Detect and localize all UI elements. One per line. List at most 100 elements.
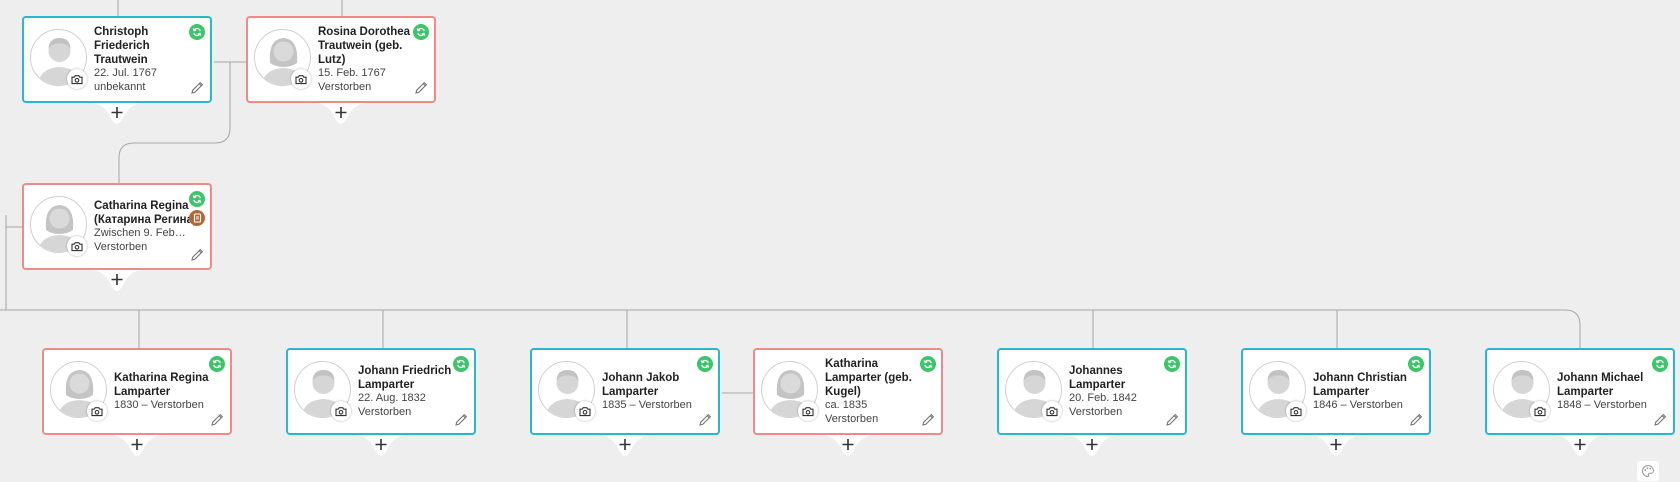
camera-icon[interactable] bbox=[575, 401, 595, 421]
camera-icon[interactable] bbox=[1042, 401, 1062, 421]
person-name[interactable]: Johann Friedrich Lamparter bbox=[358, 365, 452, 391]
person-name[interactable]: Johann Jakob Lamparter bbox=[602, 372, 680, 398]
person-status: 1830 – Verstorben bbox=[114, 399, 204, 411]
camera-icon[interactable] bbox=[1530, 401, 1550, 421]
sync-icon[interactable] bbox=[1652, 356, 1668, 372]
add-relative-button[interactable] bbox=[89, 270, 145, 292]
person-name[interactable]: Johann Michael Lamparter bbox=[1557, 372, 1644, 398]
person-name[interactable]: Katharina Lamparter (geb. Kugel) bbox=[825, 358, 912, 398]
add-relative-button[interactable] bbox=[353, 435, 409, 457]
plus-icon bbox=[89, 270, 145, 291]
camera-icon[interactable] bbox=[87, 401, 107, 421]
add-relative-button[interactable] bbox=[1552, 435, 1608, 457]
person-status: 1846 – Verstorben bbox=[1313, 399, 1403, 411]
pencil-icon[interactable] bbox=[1408, 412, 1424, 428]
plus-icon bbox=[1552, 435, 1608, 456]
person-date: 15. Feb. 1767 bbox=[318, 67, 386, 79]
female-avatar-icon bbox=[30, 196, 87, 253]
plus-icon bbox=[1308, 435, 1364, 456]
person-date: Zwischen 9. Feb… bbox=[94, 227, 186, 239]
person-status: Verstorben bbox=[94, 240, 148, 253]
person-info: Rosina Dorothea Trautwein (geb. Lutz)15.… bbox=[318, 25, 426, 94]
sync-icon[interactable] bbox=[189, 24, 205, 40]
person-status: 1848 – Verstorben bbox=[1557, 399, 1647, 411]
camera-icon[interactable] bbox=[331, 401, 351, 421]
person-date: ca. 1835 bbox=[825, 399, 868, 411]
palette-icon bbox=[1642, 464, 1655, 478]
person-info: Katharina Lamparter (geb. Kugel)ca. 1835… bbox=[825, 357, 933, 426]
person-status: Verstorben bbox=[358, 405, 412, 418]
person-date: 20. Feb. 1842 bbox=[1069, 392, 1137, 404]
plus-icon bbox=[313, 103, 369, 124]
person-card[interactable]: Catharina Regina (Катарина Регина)Zwisch… bbox=[22, 183, 212, 270]
plus-icon bbox=[89, 103, 145, 124]
person-status: unbekannt bbox=[94, 80, 146, 93]
person-name[interactable]: Johann Christian Lamparter bbox=[1313, 372, 1407, 398]
person-card[interactable]: Katharina Lamparter (geb. Kugel)ca. 1835… bbox=[753, 348, 943, 435]
person-status: Verstorben bbox=[1069, 405, 1123, 418]
person-info: Catharina Regina (Катарина Регина)Zwisch… bbox=[94, 199, 202, 254]
person-status: Verstorben bbox=[318, 80, 372, 93]
add-relative-button[interactable] bbox=[597, 435, 653, 457]
camera-icon[interactable] bbox=[798, 401, 818, 421]
plus-icon bbox=[820, 435, 876, 456]
person-name[interactable]: Johannes Lamparter bbox=[1069, 365, 1126, 391]
camera-icon[interactable] bbox=[67, 69, 87, 89]
sync-icon[interactable] bbox=[413, 24, 429, 40]
add-relative-button[interactable] bbox=[313, 103, 369, 125]
pencil-icon[interactable] bbox=[697, 412, 713, 428]
pencil-icon[interactable] bbox=[189, 247, 205, 263]
sync-icon[interactable] bbox=[1408, 356, 1424, 372]
sync-icon[interactable] bbox=[1164, 356, 1180, 372]
camera-icon[interactable] bbox=[1286, 401, 1306, 421]
person-name[interactable]: Rosina Dorothea Trautwein (geb. Lutz) bbox=[318, 26, 411, 66]
plus-icon bbox=[353, 435, 409, 456]
sync-icon[interactable] bbox=[453, 356, 469, 372]
add-relative-button[interactable] bbox=[1308, 435, 1364, 457]
add-relative-button[interactable] bbox=[89, 103, 145, 125]
pencil-icon[interactable] bbox=[1652, 412, 1668, 428]
pencil-icon[interactable] bbox=[453, 412, 469, 428]
palette-button[interactable] bbox=[1637, 461, 1659, 481]
sync-icon[interactable] bbox=[920, 356, 936, 372]
sync-icon[interactable] bbox=[697, 356, 713, 372]
document-icon[interactable] bbox=[189, 210, 205, 226]
plus-icon bbox=[1064, 435, 1120, 456]
person-status: Verstorben bbox=[825, 412, 879, 425]
person-date: 22. Aug. 1832 bbox=[358, 392, 426, 404]
pencil-icon[interactable] bbox=[209, 412, 225, 428]
person-name[interactable]: Christoph Friederich Trautwein bbox=[94, 26, 150, 66]
add-relative-button[interactable] bbox=[109, 435, 165, 457]
pencil-icon[interactable] bbox=[920, 412, 936, 428]
plus-icon bbox=[109, 435, 165, 456]
pencil-icon[interactable] bbox=[413, 80, 429, 96]
pencil-icon[interactable] bbox=[1164, 412, 1180, 428]
person-status: 1835 – Verstorben bbox=[602, 399, 692, 411]
add-relative-button[interactable] bbox=[820, 435, 876, 457]
person-date: 22. Jul. 1767 bbox=[94, 67, 157, 79]
camera-icon[interactable] bbox=[67, 236, 87, 256]
person-name[interactable]: Catharina Regina (Катарина Регина) bbox=[94, 200, 197, 226]
sync-icon[interactable] bbox=[209, 356, 225, 372]
add-relative-button[interactable] bbox=[1064, 435, 1120, 457]
person-card[interactable]: Rosina Dorothea Trautwein (geb. Lutz)15.… bbox=[246, 16, 436, 103]
person-name[interactable]: Katharina Regina Lamparter bbox=[114, 372, 209, 398]
sync-icon[interactable] bbox=[189, 191, 205, 207]
camera-icon[interactable] bbox=[291, 69, 311, 89]
pencil-icon[interactable] bbox=[189, 80, 205, 96]
